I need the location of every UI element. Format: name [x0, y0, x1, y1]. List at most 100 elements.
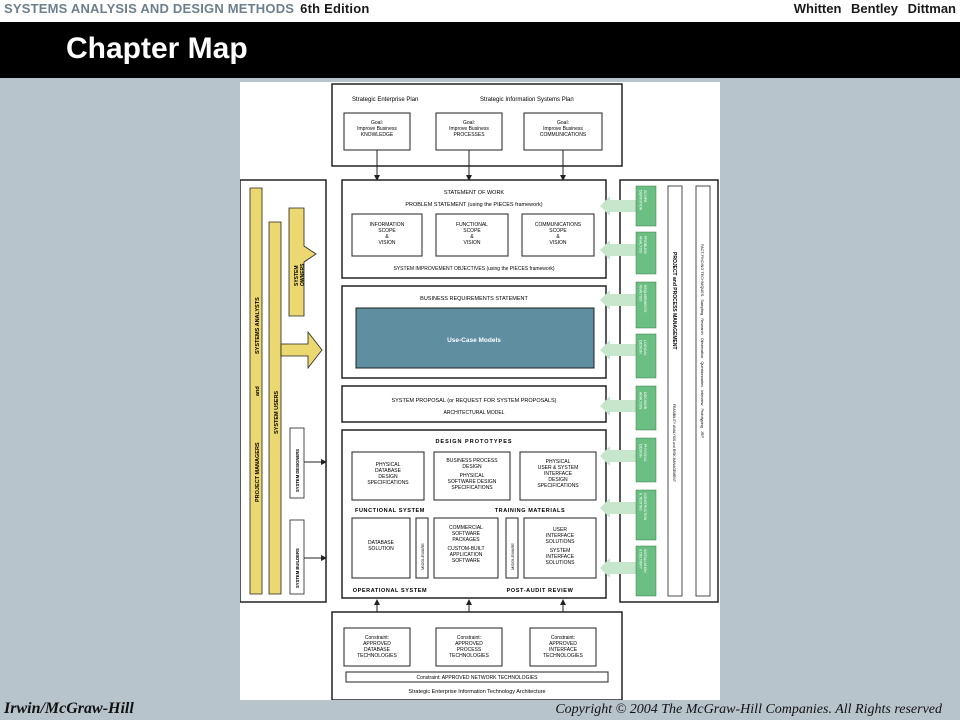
- system-proposal-label: SYSTEM PROPOSAL (or REQUEST FOR SYSTEM P…: [391, 398, 556, 404]
- system-designers-box: [289, 427, 305, 499]
- phase-arrow-7: [600, 498, 636, 518]
- design-prototypes-label: DESIGN PROTOTYPES: [435, 439, 512, 445]
- network-constraint-box: [345, 671, 609, 683]
- phase-arrow-5: [600, 396, 636, 416]
- system-users-label: SYSTEM USERS: [274, 391, 280, 434]
- post-audit-label: POST-AUDIT REVIEW: [507, 588, 574, 594]
- operational-system-label: OPERATIONAL SYSTEM: [353, 588, 427, 594]
- phase-arrow-8: [600, 558, 636, 578]
- phase-construction-testing: CONSTRUCTION& TESTING: [600, 489, 657, 541]
- phase-arrow-4: [600, 340, 636, 360]
- phase-problem-box: STATEMENT OF WORK PROBLEM STATEMENT (usi…: [341, 179, 607, 279]
- svg-text:MIDDLEWARE: MIDDLEWARE: [420, 543, 425, 570]
- phase-arrow-3: [600, 290, 636, 310]
- slide-title: Chapter Map: [66, 32, 248, 65]
- system-users-arrow: [280, 330, 323, 370]
- stakeholder-panel: PROJECT MANAGERS and SYSTEMS ANALYSTS SY…: [239, 179, 327, 603]
- svg-text:DECISIONANALYSIS: DECISIONANALYSIS: [639, 392, 648, 410]
- strategic-is-plan-label: Strategic Information Systems Plan: [480, 97, 574, 103]
- course-title-text: SYSTEMS ANALYSIS AND DESIGN METHODS: [4, 1, 295, 16]
- strategic-enterprise-plan-label: Strategic Enterprise Plan: [352, 97, 418, 103]
- system-owners-label: SYSTEMOWNERS: [294, 263, 306, 286]
- copyright-label: Copyright © 2004 The McGraw-Hill Compani…: [555, 702, 942, 717]
- systems-analysts-label: SYSTEMS ANALYSTS: [255, 297, 261, 354]
- svg-text:SCOPEDEFINITION: SCOPEDEFINITION: [639, 190, 648, 211]
- svg-text:CONSTRUCTION& TESTING: CONSTRUCTION& TESTING: [639, 493, 648, 521]
- training-materials-label: TRAINING MATERIALS: [495, 508, 566, 514]
- phase-arrow-2: [600, 240, 636, 260]
- phase-logical-design: LOGICALDESIGN: [600, 333, 657, 379]
- use-case-models-box: [355, 307, 595, 369]
- enterprise-plan-box: [331, 83, 623, 167]
- chapter-map-figure: Strategic Enterprise Plan Strategic Info…: [239, 82, 720, 701]
- architecture-label: Strategic Enterprise Information Technol…: [408, 689, 545, 695]
- phase-requirements-box: BUSINESS REQUIREMENTS STATEMENT Use-Case…: [341, 285, 607, 379]
- svg-text:REQUIREMENTSANALYSIS: REQUIREMENTSANALYSIS: [639, 285, 648, 313]
- phase-column: SCOPEDEFINITION PROBLEMANALYSIS REQUIREM…: [600, 179, 719, 603]
- svg-text:MIDDLEWARE: MIDDLEWARE: [510, 543, 515, 570]
- phase-scope-definition: SCOPEDEFINITION: [600, 185, 657, 227]
- svg-text:INSTALLATION& DELIVERY: INSTALLATION& DELIVERY: [639, 549, 648, 573]
- network-constraint-label: Constraint: APPROVED NETWORK TECHNOLOGIE…: [416, 675, 538, 681]
- project-managers-bar: [249, 187, 263, 595]
- phase-problem-analysis: PROBLEMANALYSIS: [600, 231, 657, 275]
- business-requirements-label: BUSINESS REQUIREMENTS STATEMENT: [420, 296, 528, 302]
- problem-statement-label: PROBLEM STATEMENT (using the PIECES fram…: [405, 202, 542, 208]
- and-label: and: [255, 386, 261, 396]
- chapter-map-diagram: Strategic Enterprise Plan Strategic Info…: [239, 83, 719, 701]
- title-bar: Chapter Map: [0, 22, 960, 78]
- phase-arrow-6: [600, 446, 636, 466]
- middleware-box-2: MIDDLEWARE: [505, 517, 519, 579]
- system-owners-arrow: [288, 207, 317, 317]
- phase-installation-delivery: INSTALLATION& DELIVERY: [600, 545, 657, 597]
- fact-finding-label: FACT-FINDING TECHNIQUES Sampling Researc…: [700, 244, 704, 439]
- architectural-model-label: ARCHITECTURAL MODEL: [444, 410, 505, 416]
- svg-text:PHYSICALDESIGN: PHYSICALDESIGN: [639, 444, 648, 462]
- system-builders-box: [289, 519, 305, 595]
- fact-finding-bar: [695, 185, 711, 597]
- use-case-models-label: Use-Case Models: [447, 337, 501, 344]
- phase-physical-design: PHYSICALDESIGN: [600, 437, 657, 483]
- phase-decision-analysis: DECISIONANALYSIS: [600, 385, 657, 431]
- phase-requirements-analysis: REQUIREMENTSANALYSIS: [600, 281, 657, 329]
- phase-proposal-box: SYSTEM PROPOSAL (or REQUEST FOR SYSTEM P…: [341, 385, 607, 423]
- svg-text:LOGICALDESIGN: LOGICALDESIGN: [639, 340, 648, 356]
- publisher-label: Irwin/McGraw-Hill: [4, 700, 134, 717]
- feasibility-label: FEASIBILITY ANALYSIS and RISK MANAGEMENT: [672, 404, 676, 482]
- project-process-management-label: PROJECT and PROCESS MANAGEMENT: [671, 252, 677, 350]
- svg-text:PROBLEMANALYSIS: PROBLEMANALYSIS: [639, 236, 648, 254]
- system-builders-label: SYSTEM BUILDERS: [295, 548, 300, 588]
- objectives-label: SYSTEM IMPROVEMENT OBJECTIVES (using the…: [393, 266, 554, 272]
- project-management-bar: [667, 185, 683, 597]
